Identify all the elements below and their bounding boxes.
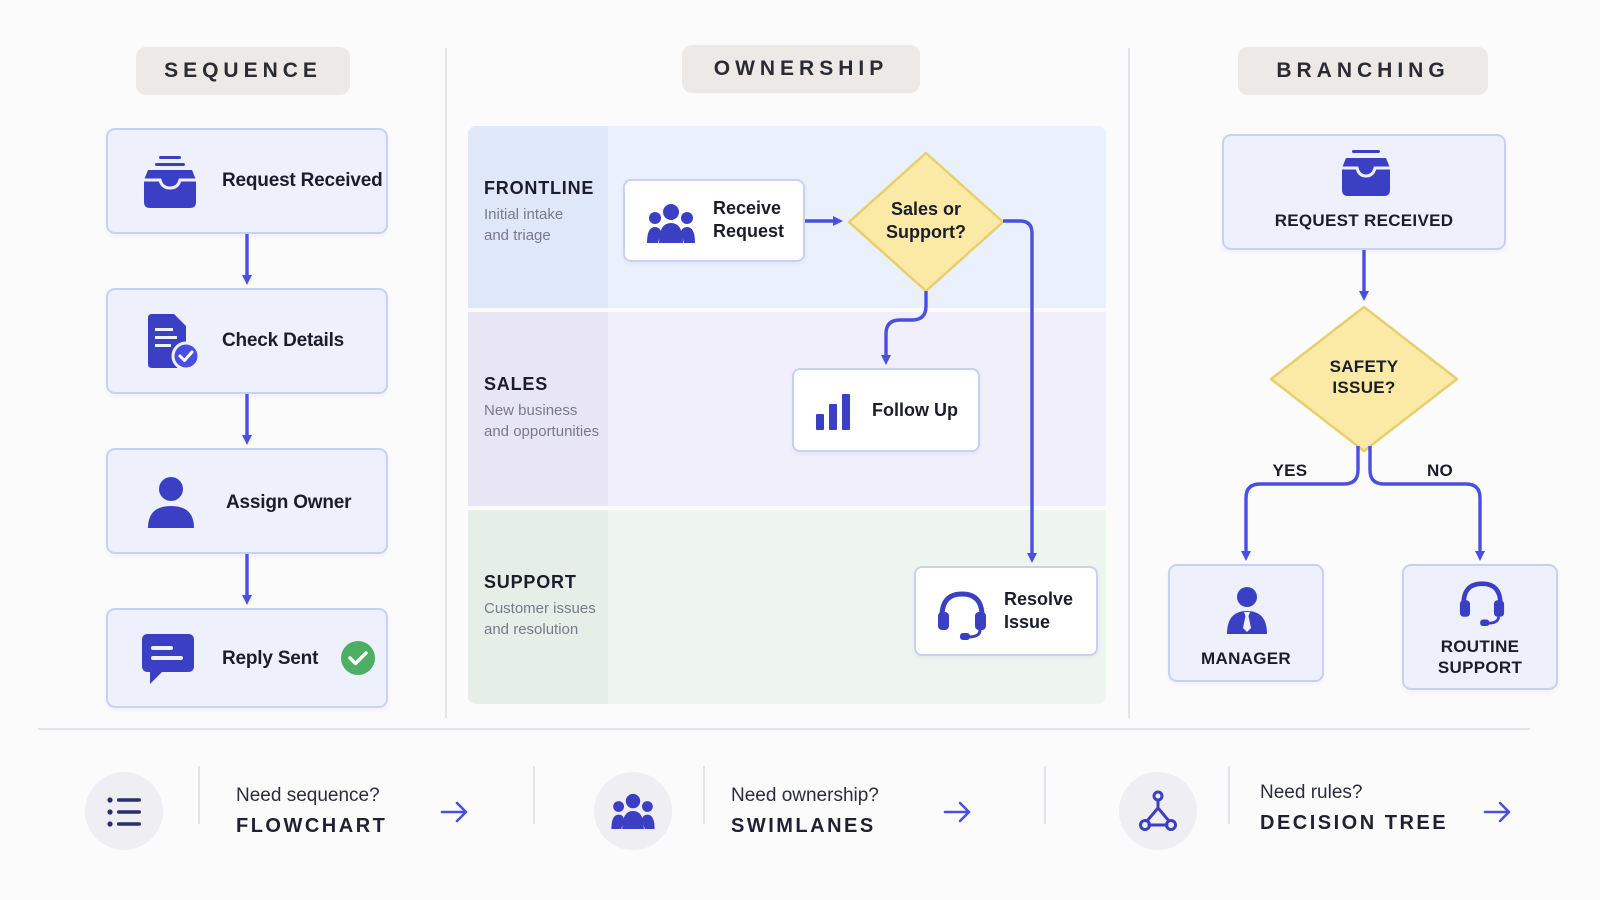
arrow xyxy=(1368,446,1485,561)
sequence-step-label: Request Received xyxy=(222,170,383,191)
node-follow-up: Follow Up xyxy=(792,368,980,452)
sequence-step-label: Check Details xyxy=(222,330,345,351)
column-divider xyxy=(1128,48,1130,718)
group-icon xyxy=(647,204,695,243)
guide-answer: SWIMLANES xyxy=(731,815,876,837)
section-title-ownership: OWNERSHIP xyxy=(682,45,920,93)
person-icon xyxy=(148,477,194,528)
guide-answer: FLOWCHART xyxy=(236,815,388,837)
guide-separator xyxy=(1044,766,1046,824)
sequence-step-label: Reply Sent xyxy=(222,648,319,669)
tree-root-request-received: REQUEST RECEIVED xyxy=(1222,134,1506,250)
decision-safety-issue xyxy=(1269,305,1459,453)
group-icon xyxy=(611,793,655,829)
column-divider xyxy=(445,48,447,718)
headset-icon xyxy=(938,591,986,640)
arrow-right-icon[interactable] xyxy=(440,800,470,824)
guide-icon-circle xyxy=(85,772,163,850)
guide-question: Need sequence? xyxy=(236,785,380,806)
guide-question: Need rules? xyxy=(1260,782,1363,803)
arrow xyxy=(1241,446,1360,561)
tree-node-label: REQUEST RECEIVED xyxy=(1274,211,1454,230)
node-label: Follow Up xyxy=(872,400,958,420)
arrow xyxy=(1003,219,1037,563)
lane-name: SUPPORT xyxy=(484,572,577,592)
sequence-step-assign-owner: Assign Owner xyxy=(106,448,388,554)
inbox-icon xyxy=(1342,150,1390,196)
list-icon xyxy=(107,797,141,827)
bar-chart-icon xyxy=(816,394,850,430)
tree-leaf-manager: MANAGER xyxy=(1168,564,1324,682)
guide-icon-circle xyxy=(1119,772,1197,850)
lane-name: FRONTLINE xyxy=(484,178,595,198)
sequence-step-request-received: Request Received xyxy=(106,128,388,234)
section-title-branching: BRANCHING xyxy=(1238,47,1488,95)
sequence-step-check-details: Check Details xyxy=(106,288,388,394)
manager-icon xyxy=(1227,587,1267,634)
guide-separator xyxy=(703,766,705,824)
guide-icon-circle xyxy=(594,772,672,850)
inbox-icon xyxy=(144,156,196,208)
headset-icon xyxy=(1459,581,1505,626)
chat-icon xyxy=(142,634,194,684)
footer-divider xyxy=(38,728,1530,730)
tree-icon xyxy=(1139,790,1177,831)
arrow xyxy=(881,291,928,365)
sequence-step-label: Assign Owner xyxy=(226,492,352,513)
check-circle-icon xyxy=(341,641,375,675)
arrow-right-icon[interactable] xyxy=(943,800,973,824)
guide-separator xyxy=(533,766,535,824)
section-title-sequence: SEQUENCE xyxy=(136,47,350,95)
tree-node-label: MANAGER xyxy=(1201,649,1291,668)
guide-answer: DECISION TREE xyxy=(1260,812,1449,834)
guide-separator xyxy=(198,766,200,824)
lane-name: SALES xyxy=(484,374,549,394)
sequence-step-reply-sent: Reply Sent xyxy=(106,608,388,708)
guide-separator xyxy=(1228,766,1230,824)
arrow-right-icon[interactable] xyxy=(1483,800,1513,824)
document-check-icon xyxy=(148,314,201,371)
guide-question: Need ownership? xyxy=(731,785,879,806)
branch-label-yes: YES xyxy=(1272,461,1308,480)
branch-label-no: NO xyxy=(1426,461,1454,480)
